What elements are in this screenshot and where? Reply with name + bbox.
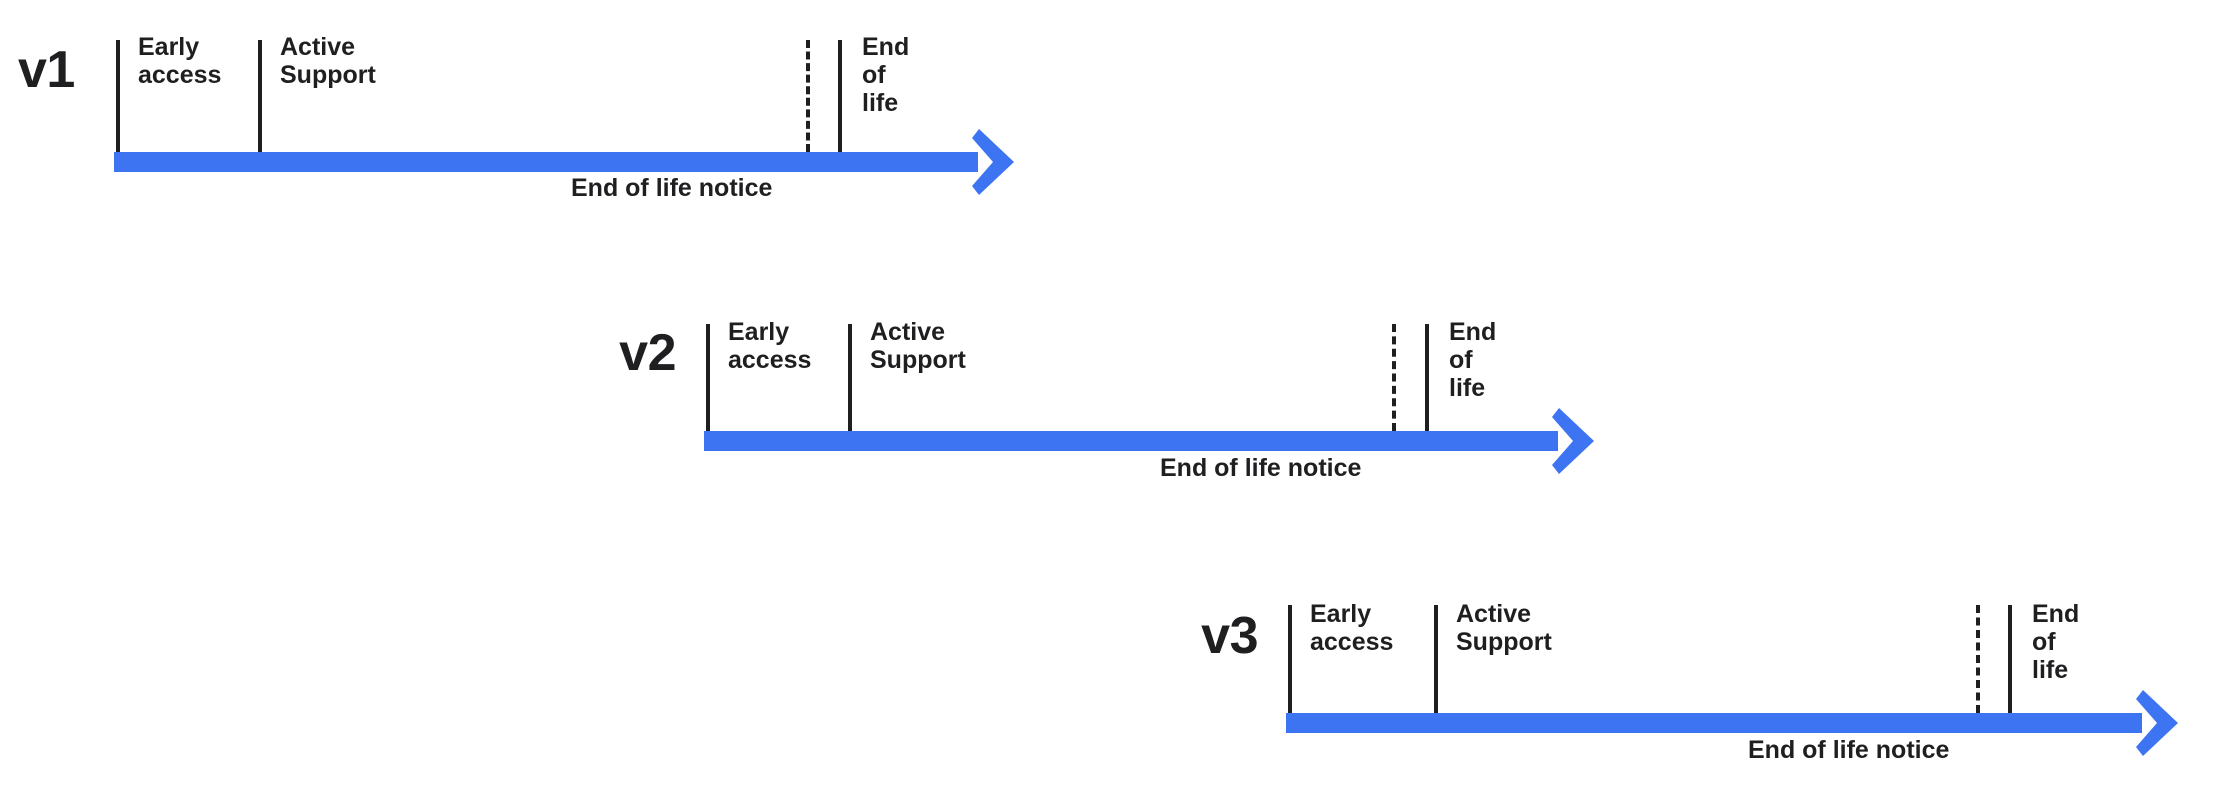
version-label-v1: v1 <box>18 41 75 99</box>
early-access-label: Early access <box>138 33 222 89</box>
version-label-v3: v3 <box>1201 607 1258 665</box>
end-of-life-marker <box>838 40 842 152</box>
end-of-life-label: End of life <box>1449 318 1497 402</box>
end-of-life-notice-label: End of life notice <box>571 174 773 202</box>
start-marker <box>1288 605 1292 713</box>
start-marker <box>706 324 710 431</box>
active-support-label: Active Support <box>870 318 966 374</box>
timeline-arrow-head-icon <box>1552 408 1594 474</box>
timeline-arrow-head-icon <box>2136 690 2178 756</box>
end-of-life-label: End of life <box>862 33 910 117</box>
version-label-v2: v2 <box>619 324 676 382</box>
start-marker <box>116 40 120 152</box>
eol-notice-dashed-marker <box>1392 324 1396 431</box>
eol-notice-dashed-marker <box>1976 605 1980 713</box>
timeline-arrow-shaft <box>704 431 1558 451</box>
end-of-life-notice-label: End of life notice <box>1160 454 1362 482</box>
timeline-arrow-shaft <box>114 152 978 172</box>
end-of-life-label: End of life <box>2032 600 2080 684</box>
early-access-label: Early access <box>1310 600 1394 656</box>
end-of-life-marker <box>1425 324 1429 431</box>
eol-notice-dashed-marker <box>806 40 810 152</box>
timeline-arrow-head-icon <box>972 129 1014 195</box>
active-support-label: Active Support <box>280 33 376 89</box>
early-access-label: Early access <box>728 318 812 374</box>
phase-divider-marker <box>848 324 852 431</box>
timeline-arrow-shaft <box>1286 713 2142 733</box>
phase-divider-marker <box>1434 605 1438 713</box>
end-of-life-marker <box>2008 605 2012 713</box>
active-support-label: Active Support <box>1456 600 1552 656</box>
end-of-life-notice-label: End of life notice <box>1748 736 1950 764</box>
phase-divider-marker <box>258 40 262 152</box>
